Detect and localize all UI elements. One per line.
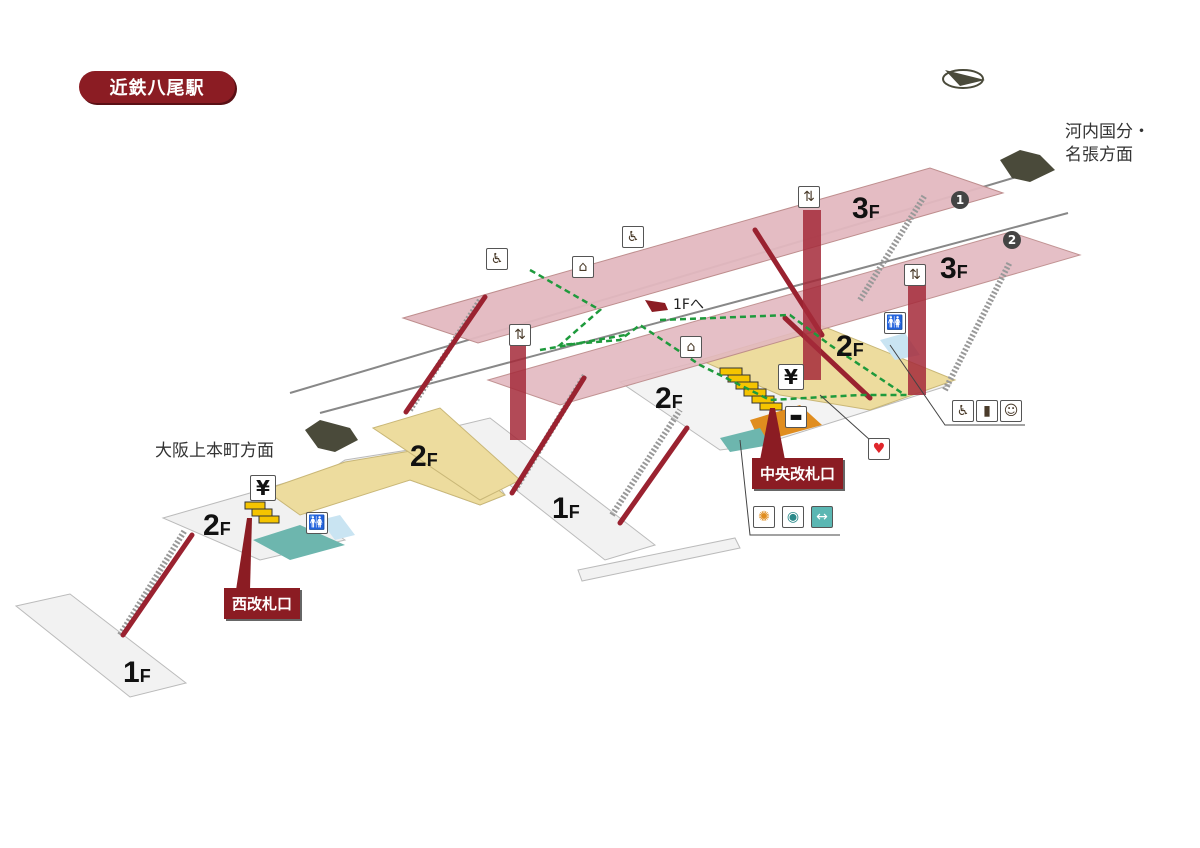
wheelchair-icon: ♿ [486,248,508,270]
info-icon: ✺ [753,506,775,528]
west-shop-area [253,525,345,560]
gate-pointer [236,518,252,590]
waiting-seat-icon: ⌂ [680,336,702,358]
floor-1f-west [14,593,188,698]
wheelchair-icon: ♿ [622,226,644,248]
compass-icon [942,69,985,89]
direction-east-line2: 名張方面 [1065,145,1133,165]
elevator-shaft [803,210,821,380]
elevator-shaft [908,285,926,395]
floor-label-2f-center: 2F [410,440,438,473]
accessible-route [529,268,910,402]
floor-label-2f-east: 2F [836,330,864,363]
floor-1f-center [438,417,657,561]
gate-pointer [760,408,785,460]
ticket-machine-yen-icon: ¥ [250,475,276,501]
arrow-east-icon [1000,150,1055,182]
platform-1-floor-label: 3F [852,192,880,225]
platform-1 [401,167,1005,344]
platform-2-floor-label: 3F [940,252,968,285]
floor-label-2f-west: 2F [203,509,231,542]
elevator-icon: ⇅ [798,186,820,208]
elevator-icon: ⇅ [904,264,926,286]
leader-line [739,439,840,536]
floor-label-2f-main: 2F [655,382,683,415]
multipurpose-toilet-icon: ▮ [976,400,998,422]
toilet-area-west [320,515,355,540]
floor-1f-road [577,537,741,582]
platform-number-2: 2 [1003,231,1021,249]
station-title: 近鉄八尾駅 [79,71,235,103]
direction-west: 大阪上本町方面 [155,441,274,461]
shop-area [720,428,770,452]
ticket-machine-yen-icon: ¥ [778,364,804,390]
exchange-icon: ↔ [811,506,833,528]
staircase [117,193,1013,637]
leader-line [819,394,871,441]
arrow-to-1f-icon [645,300,668,312]
elevator-icon: ⇅ [509,324,531,346]
aed-icon: ♥ [868,438,890,460]
leader-line [889,344,1025,426]
toilet-icon: 🚻 [306,512,328,534]
baby-care-icon: ☺ [1000,400,1022,422]
floor-label-1f-center: 1F [552,492,580,525]
west-gate-label: 西改札口 [224,588,301,619]
toilet-icon: 🚻 [884,312,906,334]
waiting-seat-icon: ⌂ [572,256,594,278]
to-1f-label: 1Fへ [673,297,704,313]
direction-east: 河内国分・ 名張方面 [1065,121,1150,167]
arrow-west-icon [305,420,358,452]
ticket-gates-west [244,501,280,524]
direction-east-line1: 河内国分・ [1065,122,1150,142]
ticket-office-icon: ▬ [785,406,807,428]
wheelchair-icon: ♿ [952,400,974,422]
platform-number-1: 1 [951,191,969,209]
elevator-shaft [510,335,526,440]
ic-card-icon: ◉ [782,506,804,528]
floor-label-1f-west: 1F [123,656,151,689]
central-gate-label: 中央改札口 [752,458,844,489]
track-line [319,212,1069,414]
